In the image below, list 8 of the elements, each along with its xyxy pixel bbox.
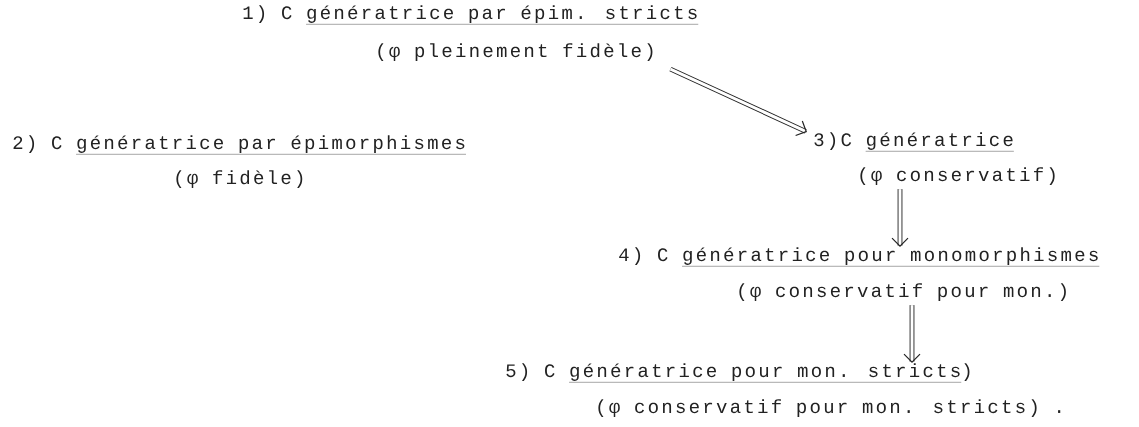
statement-text: 2) C génératrice par épimorphismes (φ fidèle) [13, 135, 467, 188]
implication-arrow [903, 305, 921, 363]
statement-text: 4) C génératrice pour monomorphismes (φ conservatif pour mon.) [619, 247, 1100, 301]
statement-text: 3)C génératrice (φ conservatif) [814, 132, 1055, 185]
implication-arrow [669, 66, 807, 137]
statement-text: 5) C génératrice pour mon. stricts ) (φ conservatif pour mon. stricts) . [506, 363, 1061, 417]
statement-text: 1) C génératrice par épim. stricts (φ pleinement fidèle) [243, 5, 699, 61]
implication-arrow [891, 189, 909, 247]
